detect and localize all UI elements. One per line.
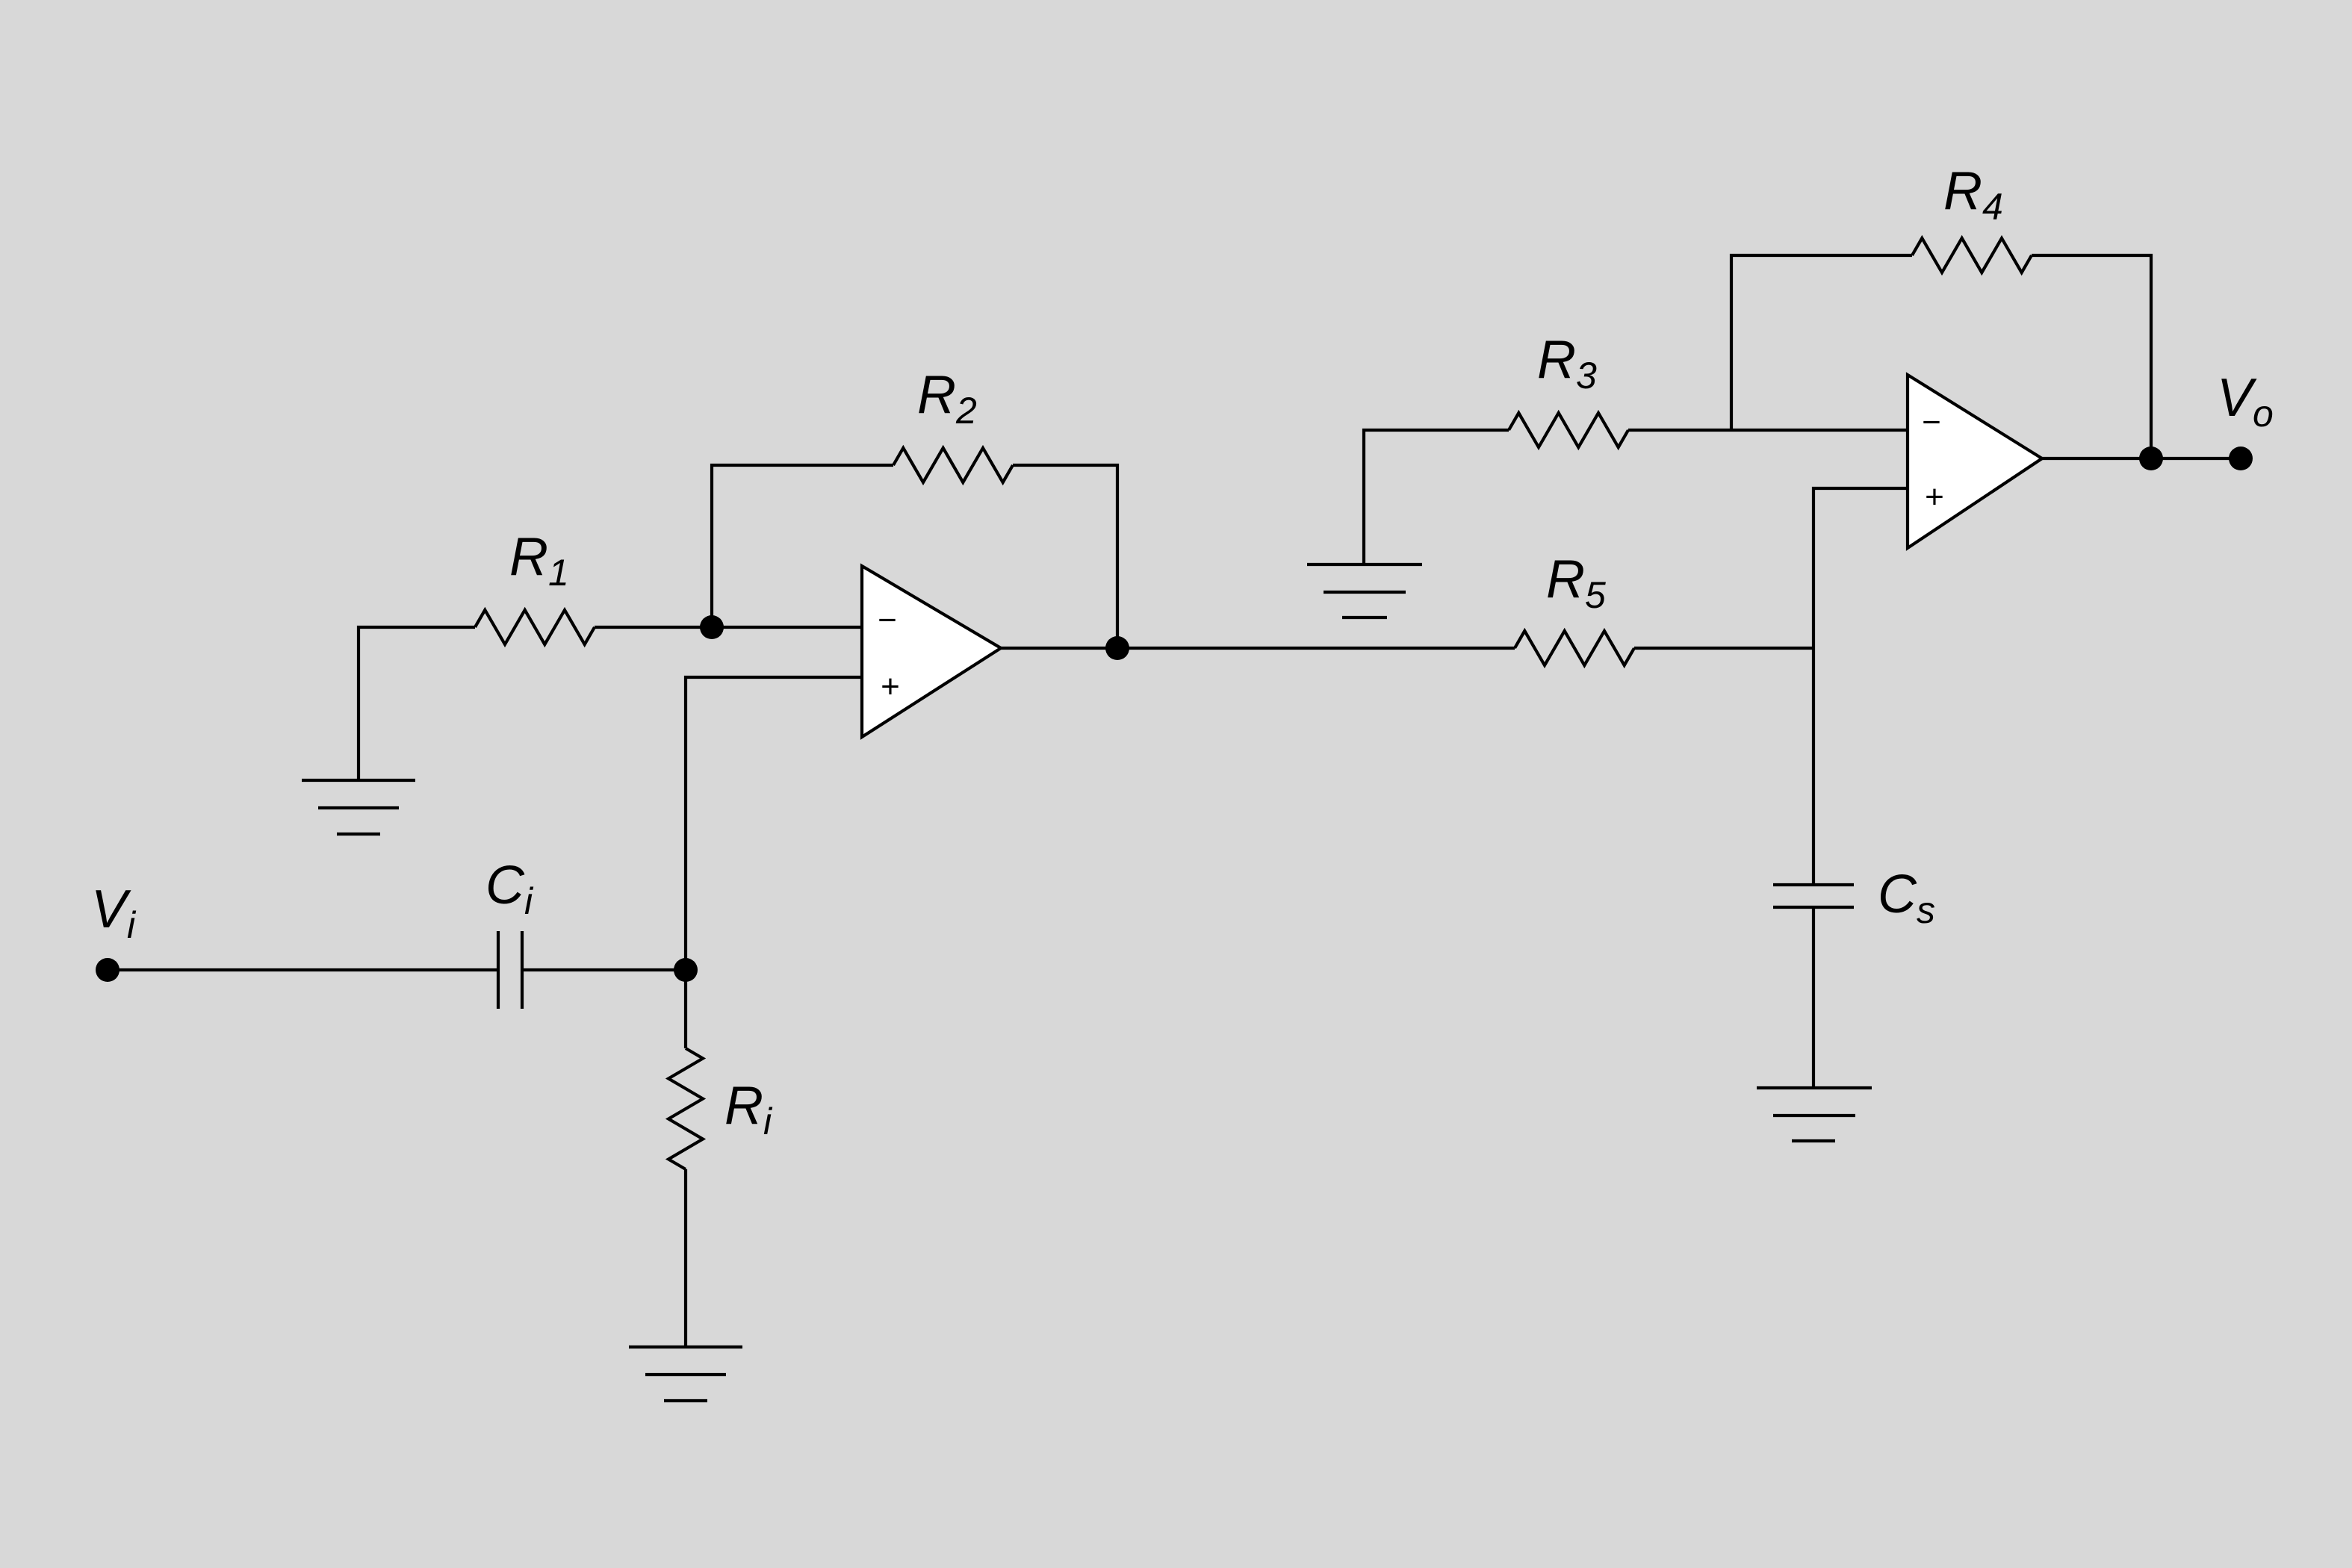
label-vi: Vi xyxy=(91,880,137,946)
resistor-r1 xyxy=(474,606,596,648)
capacitor-cs xyxy=(1773,883,1854,909)
terminal-vo xyxy=(2229,447,2253,470)
label-r3: R3 xyxy=(1537,330,1597,396)
label-r4: R4 xyxy=(1943,161,2003,228)
opamp-1-inverting-sign: − xyxy=(878,602,897,638)
terminal-vi xyxy=(96,958,120,982)
label-cs: Cs xyxy=(1878,865,1935,931)
wire-node-e-r4 xyxy=(1729,253,1912,430)
resistor-r5 xyxy=(1513,627,1636,669)
ground-symbol-r1 xyxy=(302,778,415,836)
junction-node-f xyxy=(2139,447,2163,470)
opamp-2-inverting-sign: − xyxy=(1922,404,1941,441)
opamp-2: − + xyxy=(1905,372,2045,551)
wire-ground-r1 xyxy=(356,625,475,780)
resistor-r4 xyxy=(1911,234,2033,276)
label-r1: R1 xyxy=(509,527,569,594)
ground-symbol-ri xyxy=(629,1345,742,1403)
resistor-ri xyxy=(665,1047,707,1171)
label-ci: Ci xyxy=(485,856,534,922)
capacitor-ci xyxy=(496,931,524,1009)
wire-r2-node-c xyxy=(1013,463,1120,648)
opamp-1-noninverting-sign: + xyxy=(881,668,900,705)
label-ri: Ri xyxy=(724,1076,773,1142)
label-r5: R5 xyxy=(1546,550,1606,616)
ground-symbol-r3 xyxy=(1307,562,1422,620)
label-vo: Vo xyxy=(2217,368,2274,435)
resistor-r3 xyxy=(1507,409,1630,451)
ground-symbol-cs xyxy=(1757,1086,1872,1143)
junction-node-a xyxy=(674,958,698,982)
label-r2: R2 xyxy=(917,365,977,432)
opamp-1: − + xyxy=(860,563,1005,740)
wire-r4-node-f xyxy=(2032,253,2153,458)
wire-node-b-r2 xyxy=(710,463,893,627)
junction-node-c xyxy=(1105,636,1129,660)
resistor-r2 xyxy=(892,444,1014,486)
opamp-2-noninverting-sign: + xyxy=(1925,479,1944,515)
wire-node-d-noninv2 xyxy=(1811,486,1908,885)
wire-node-a-noninv1 xyxy=(683,675,862,970)
wire-ground-r3 xyxy=(1362,428,1509,564)
junction-node-b xyxy=(700,615,724,639)
